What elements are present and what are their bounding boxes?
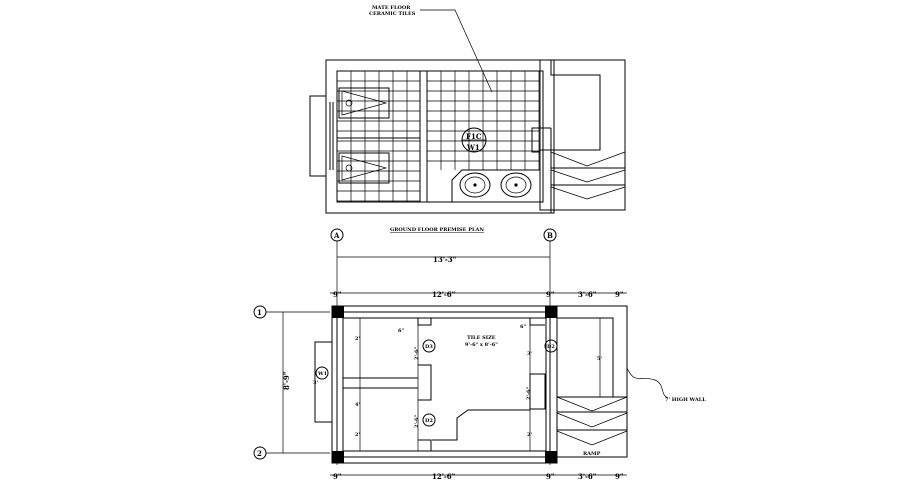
dim-small: 3' (527, 351, 532, 357)
column (332, 306, 344, 318)
wc-1 (338, 87, 390, 119)
door-top: D3 (425, 344, 433, 350)
tile-size: 9'-6" x 8'-6" (465, 342, 498, 348)
door-right: D2 (547, 344, 555, 350)
dim-inner: 12'-6" (432, 290, 455, 299)
wash-counter (451, 169, 541, 203)
dim-small: 2' (355, 336, 360, 342)
plan-title: GROUND FLOOR PREMISE PLAN (390, 227, 484, 233)
leader-line (420, 9, 493, 93)
dim-overall: 13'-3" (433, 255, 456, 264)
door-bottom: D2 (425, 418, 433, 424)
dim-ramp-width: 3'-6" (578, 472, 596, 481)
grid-2: 2 (257, 449, 262, 458)
column (545, 451, 557, 463)
dim-wall: 9" (546, 290, 555, 299)
dim-height: 8'-9" (282, 372, 291, 390)
dim-ramp-width: 3'-6" (578, 290, 596, 299)
dim-small: 5' (597, 356, 602, 362)
dim-small: 2'-6" (414, 414, 420, 428)
ramp-area (556, 305, 628, 458)
dim-small: 3' (313, 380, 318, 386)
high-wall-label: 7' HIGH WALL (665, 397, 706, 403)
inner-wall (336, 70, 544, 203)
window (314, 341, 333, 423)
dim-wall: 9" (333, 290, 342, 299)
dim-wall: 9" (615, 472, 624, 481)
top-plan: MATE FLOOR CERAMIC TILES F1C W1 GROUND F… (309, 5, 626, 233)
dim-small: 6" (520, 324, 526, 330)
dim-wall: 9" (333, 472, 342, 481)
dim-inner: 12'-6" (432, 472, 455, 481)
dim-wall: 9" (546, 472, 555, 481)
outer-wall (325, 59, 555, 214)
ramp-label: RAMP (583, 451, 601, 457)
wc-2 (338, 152, 390, 184)
note-line1: MATE FLOOR (372, 5, 411, 11)
grid-1: 1 (257, 308, 262, 317)
note-line2: CERAMIC TILES (369, 11, 416, 17)
dim-small: 2' (527, 432, 532, 438)
window-frame (309, 95, 327, 177)
tag-bottom: W1 (466, 143, 480, 152)
column (545, 306, 557, 318)
ramp-area (539, 59, 626, 211)
tag-top: F1C (466, 132, 482, 141)
dim-small: 2'-6" (414, 346, 420, 360)
dim-small: 2' (355, 432, 360, 438)
floor-tiles (337, 71, 540, 202)
grid-a: A (333, 231, 340, 240)
tile-label: TILE SIZE (467, 335, 496, 341)
window-tag: W1 (317, 371, 327, 377)
leader-line (626, 367, 669, 399)
dim-small: 4' (355, 402, 360, 408)
floor-plan: A B 1 2 13'-3" 9" 12'-6" 9" 3'-6" 9" 9" … (253, 228, 706, 481)
column (332, 451, 344, 463)
grid-b: B (547, 231, 553, 240)
dim-wall: 9" (615, 290, 624, 299)
dim-small: 6" (398, 328, 404, 334)
dim-small: 2'-6" (526, 386, 532, 400)
